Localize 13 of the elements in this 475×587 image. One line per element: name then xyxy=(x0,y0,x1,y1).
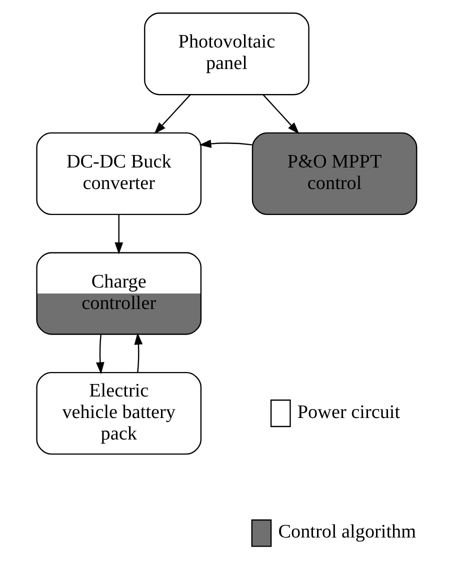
arrow xyxy=(114,214,124,254)
legend-label: Power circuit xyxy=(297,402,400,423)
node-box: P&O MPPT control xyxy=(252,132,418,216)
node-box: Electric vehicle battery pack xyxy=(36,372,202,455)
arrow xyxy=(154,94,191,134)
node-box: DC-DC Buck converter xyxy=(36,132,202,216)
legend-label: Control algorithm xyxy=(278,522,416,543)
node-box: Photovoltaic panel xyxy=(144,12,310,96)
arrow xyxy=(199,140,252,148)
node-box: Charge controller xyxy=(36,252,202,335)
arrow xyxy=(96,334,104,374)
arrow xyxy=(262,94,300,134)
arrow xyxy=(134,332,143,372)
